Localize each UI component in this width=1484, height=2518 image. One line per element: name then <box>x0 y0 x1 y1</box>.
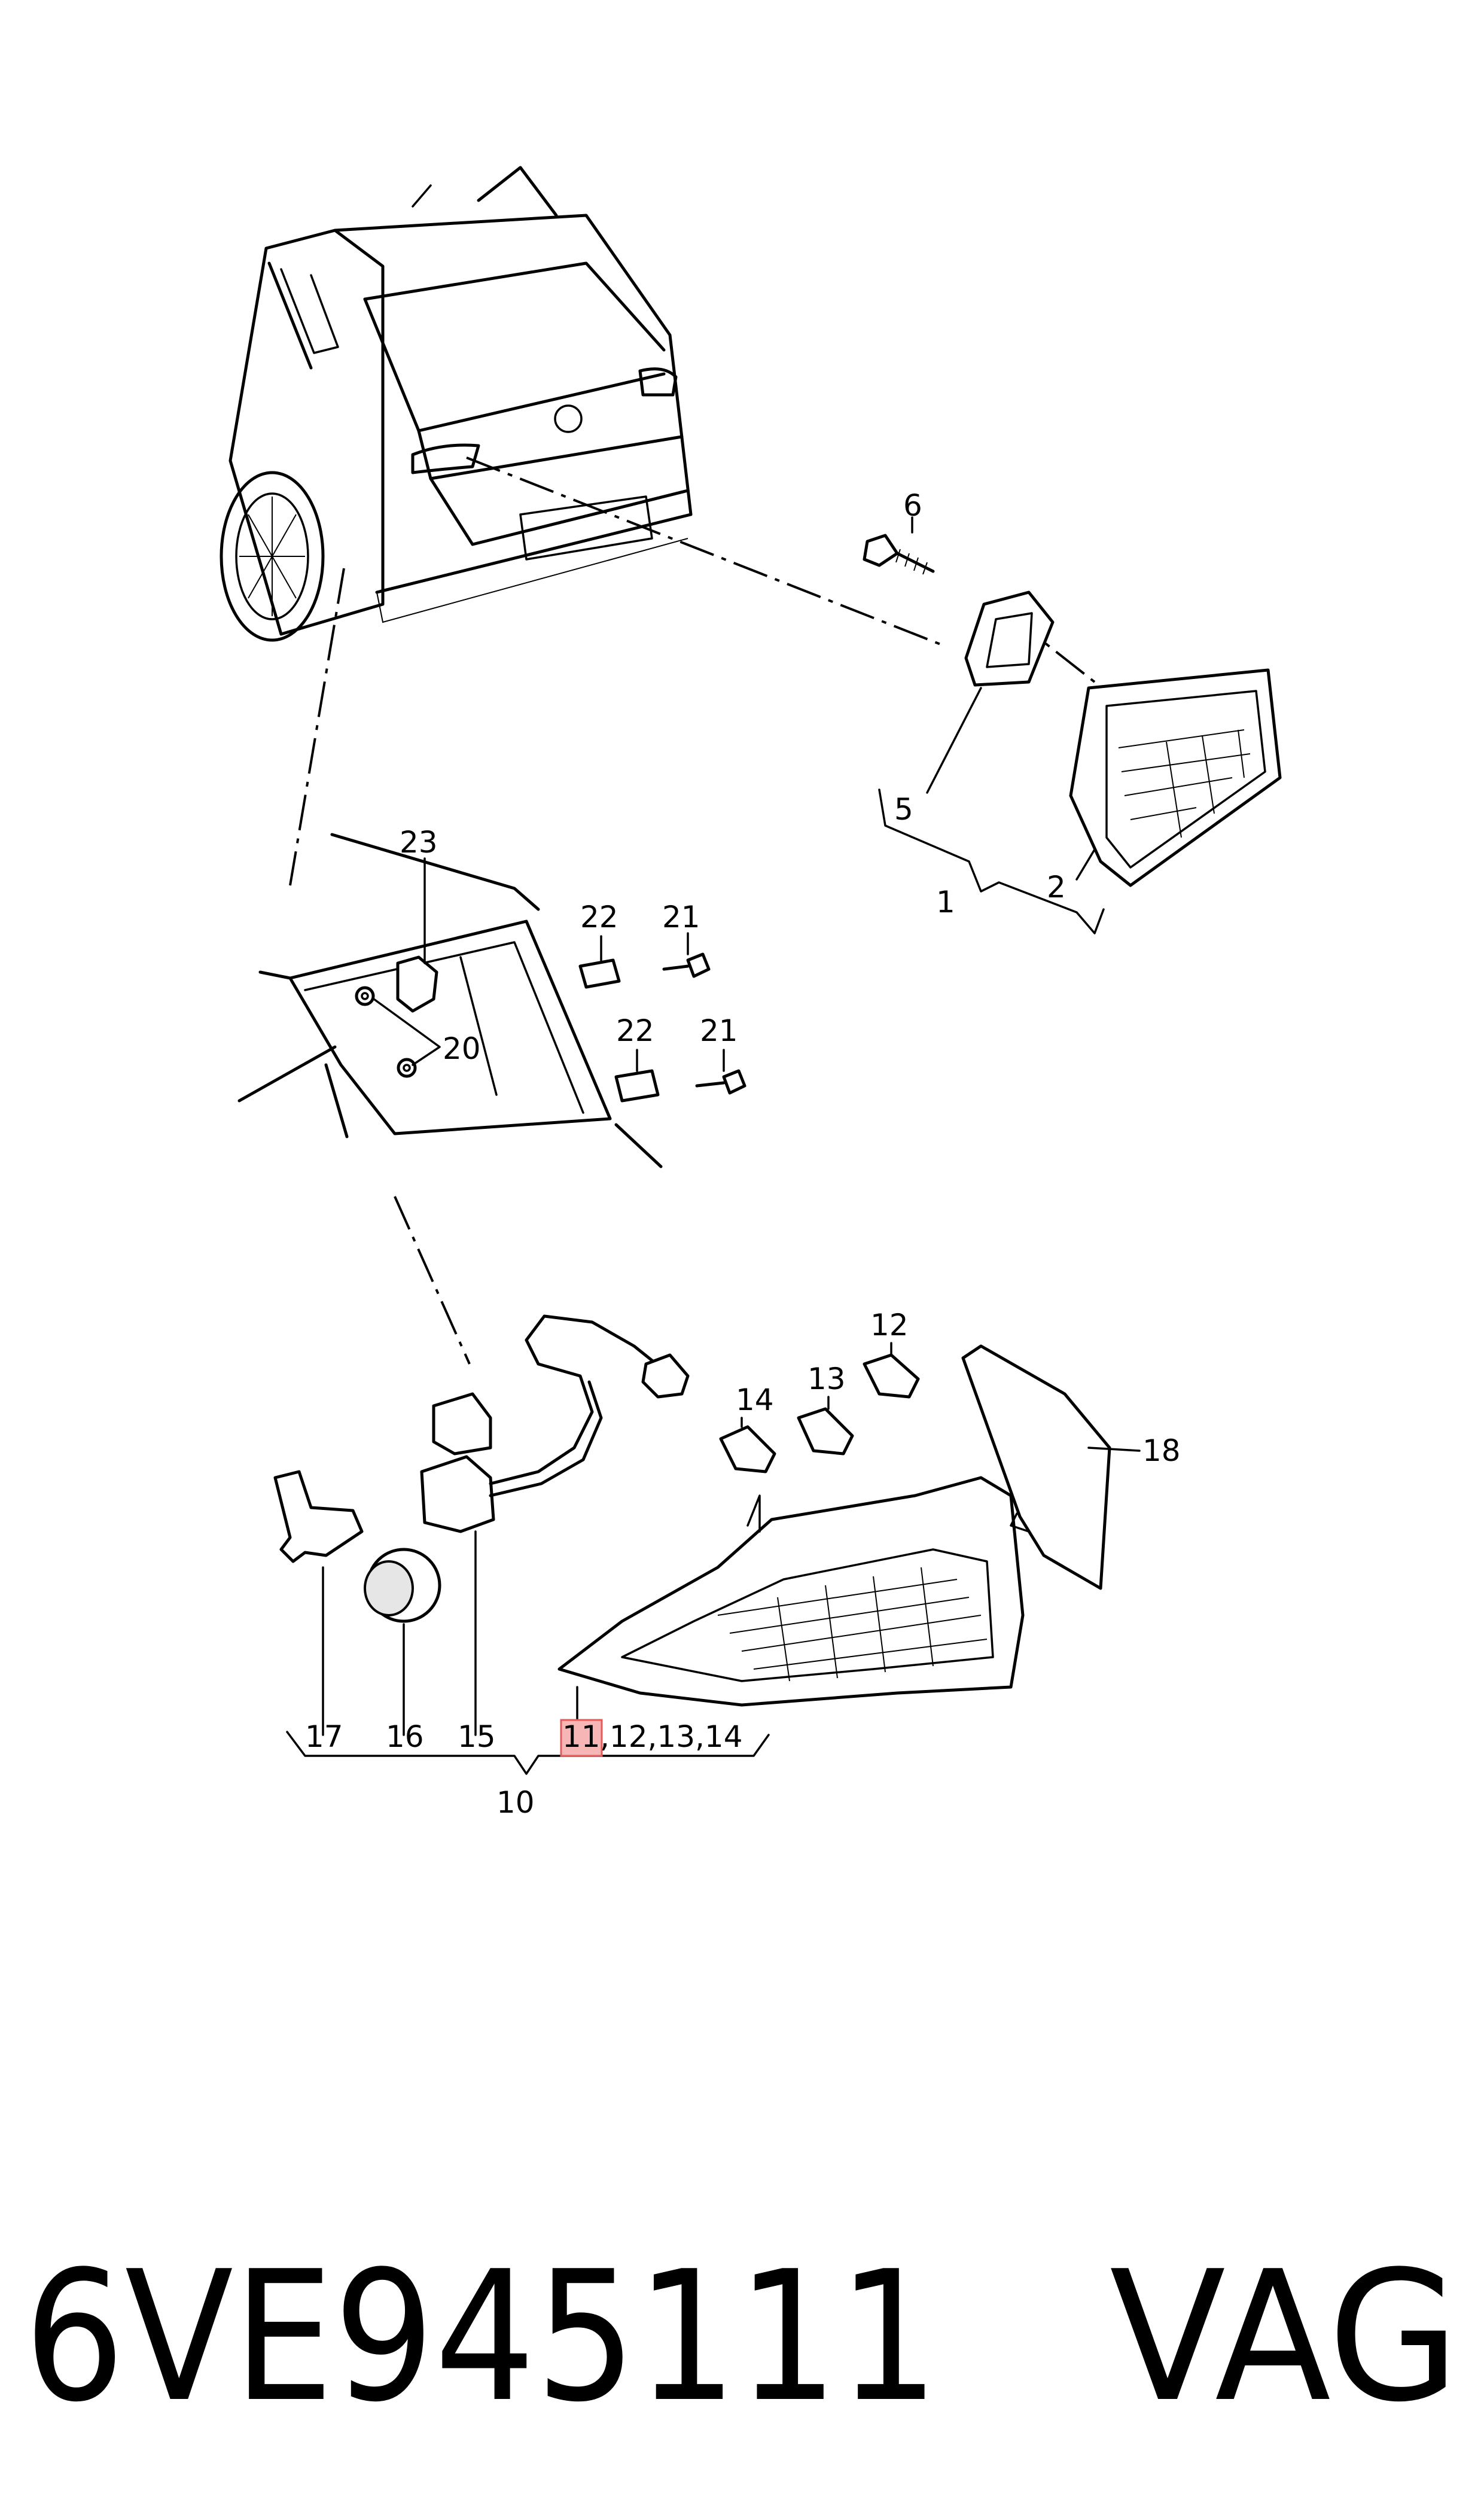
gasket-part-5 <box>926 590 1055 794</box>
callout-6: 6 <box>903 488 922 523</box>
connector-part-23 <box>396 857 438 1013</box>
body-panel <box>237 833 663 1168</box>
callout-22-upper: 22 <box>580 900 618 934</box>
bulb-holder-part-17 <box>273 1470 364 1736</box>
callout-2: 2 <box>1047 870 1066 905</box>
callout-12: 12 <box>870 1308 909 1342</box>
callout-5: 5 <box>894 792 913 827</box>
cover-part-18 <box>961 1344 1141 1590</box>
expansion-nut-part-22 <box>578 935 660 1103</box>
vehicle-rear-illustration <box>220 166 693 642</box>
bulb-part-12 <box>863 1342 920 1399</box>
callout-16: 16 <box>386 1719 424 1754</box>
part-number-text: 6VE945111 <box>24 2233 939 2441</box>
callout-17: 17 <box>305 1719 343 1754</box>
callout-20: 20 <box>443 1031 481 1066</box>
inner-tail-light-part-2 <box>1069 668 1282 887</box>
callout-21-lower: 21 <box>700 1013 738 1048</box>
callout-22-lower: 22 <box>616 1013 654 1048</box>
callout-15: 15 <box>458 1719 496 1754</box>
callout-12-13-14: ,12,13,14 <box>600 1719 743 1754</box>
callout-14: 14 <box>736 1383 774 1417</box>
callout-23: 23 <box>400 825 438 860</box>
bolt-part-6 <box>863 516 935 575</box>
callout-10: 10 <box>496 1785 535 1820</box>
cap-part-16 <box>364 1548 441 1736</box>
callout-21-upper: 21 <box>662 900 700 934</box>
bulb-part-14 <box>719 1417 776 1473</box>
callout-1: 1 <box>936 885 955 919</box>
outer-tail-light-part-11 <box>557 1476 1025 1736</box>
callout-13: 13 <box>807 1362 846 1396</box>
callout-11: 11 <box>562 1719 601 1754</box>
bulb-part-13 <box>797 1396 854 1456</box>
screw-part-21 <box>662 932 746 1095</box>
clip-nuts-part-20 <box>355 986 441 1078</box>
brand-text: VAG <box>1110 2233 1459 2441</box>
highlighted-callout-box <box>560 1719 603 1757</box>
bracket-1 <box>878 788 1105 934</box>
bracket-10 <box>286 1731 770 1775</box>
wiring-harness-part-15 <box>420 1314 690 1736</box>
callout-18: 18 <box>1142 1433 1181 1468</box>
